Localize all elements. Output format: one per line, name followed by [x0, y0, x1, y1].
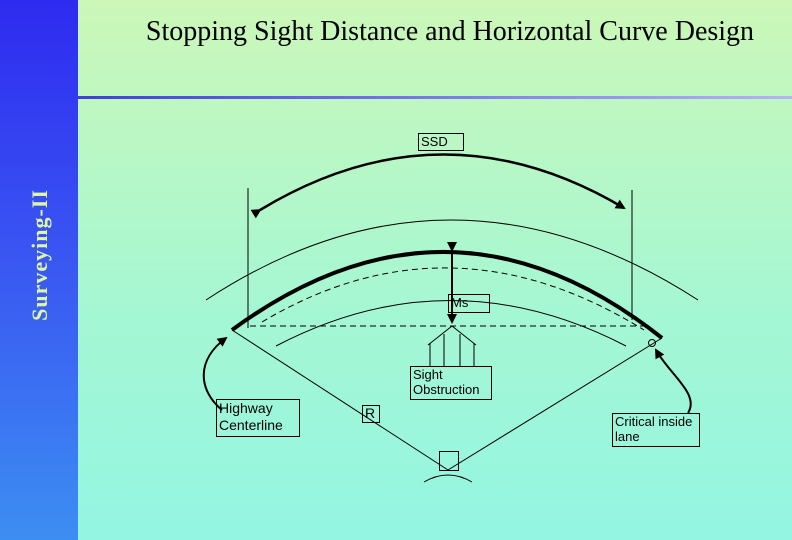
radius-label: R	[362, 405, 380, 423]
sight-obstruction-label: Sight Obstruction	[410, 366, 492, 400]
radius-line-right	[447, 337, 663, 471]
inside-lane-curve	[230, 249, 664, 340]
title-underline	[78, 96, 792, 99]
critical-inside-lane-label: Critical inside lane	[612, 413, 700, 447]
slide-title: Stopping Sight Distance and Horizontal C…	[145, 16, 755, 47]
ms-label: Ms	[448, 294, 490, 313]
centerline-pointer	[202, 336, 228, 411]
dashed-lane-line	[261, 267, 645, 331]
sidebar: Surveying-II	[0, 0, 78, 540]
center-arc	[423, 474, 473, 483]
ssd-label: SSD	[418, 133, 464, 151]
critical-lane-pointer	[655, 348, 692, 414]
outer-lane-edge	[205, 219, 699, 301]
obstruction-roof	[427, 325, 477, 346]
vehicle-marker	[648, 339, 656, 347]
radius-line-left	[231, 329, 449, 471]
curve-center-box	[439, 451, 459, 471]
highway-centerline-label: Highway Centerline	[216, 399, 300, 437]
ssd-arrow	[250, 153, 626, 219]
